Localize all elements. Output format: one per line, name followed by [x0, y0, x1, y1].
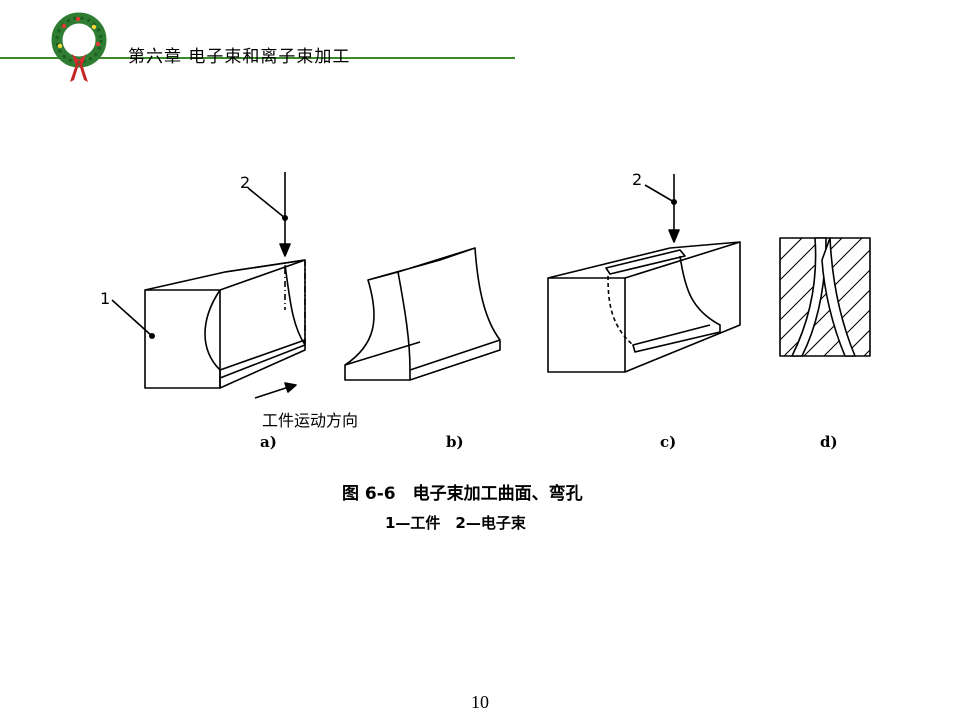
page-number: 10 [471, 692, 489, 712]
subfigure-label-a: a) [260, 433, 277, 451]
beam-a [247, 172, 291, 257]
beam-label-c: 2 [632, 170, 642, 189]
subfigure-a-drawing [144, 259, 306, 389]
workpiece-label: 1 [100, 289, 110, 308]
motion-label: 工件运动方向 [262, 411, 358, 430]
header-rule [0, 57, 515, 59]
subfigure-b-drawing [344, 247, 501, 381]
subfigure-c-drawing [547, 241, 741, 373]
subfigure-label-b: b) [446, 433, 464, 451]
subfigure-d-drawing [779, 237, 871, 357]
subfigure-label-c: c) [660, 433, 676, 451]
motion-arrow [254, 382, 297, 399]
beam-c [644, 174, 680, 243]
chapter-title: 第六章 电子束和离子束加工 [128, 47, 351, 67]
figure-caption-title: 图 6-6 电子束加工曲面、弯孔 [342, 483, 583, 504]
electron-beam-figure: 2 1 2 工件运动方向 a) b) c) d) 图 6-6 电子束加工曲面、弯… [100, 170, 871, 532]
christmas-wreath-icon [51, 12, 107, 82]
beam-label-a: 2 [240, 173, 250, 192]
figure-caption-legend: 1—工件 2—电子束 [385, 514, 527, 532]
subfigure-label-d: d) [820, 433, 838, 451]
workpiece-leader [111, 299, 156, 340]
